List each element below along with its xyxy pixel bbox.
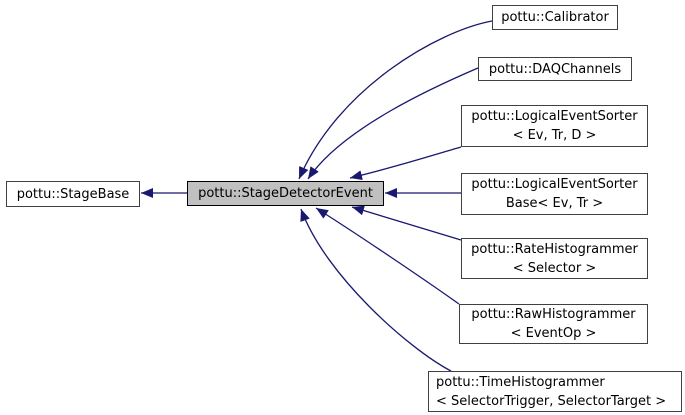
- edge-ratehistogrammer-to-stagedetectorevent: [351, 205, 462, 241]
- node-label: pottu::StageDetectorEvent: [198, 186, 373, 201]
- node-label: pottu::DAQChannels: [488, 61, 622, 77]
- edge-calibrator-to-stagedetectorevent: [298, 20, 493, 180]
- node-timehistogrammer[interactable]: pottu::TimeHistogrammer < SelectorTrigge…: [428, 371, 682, 412]
- edge-logicaleventsorter-to-stagedetectorevent: [349, 146, 462, 181]
- node-rawhistogrammer[interactable]: pottu::RawHistogrammer < EventOp >: [459, 304, 648, 344]
- node-label: pottu::LogicalEventSorter: [471, 177, 638, 192]
- node-label-line2: < Selector >: [512, 260, 597, 276]
- node-label: pottu::LogicalEventSorter: [471, 109, 638, 124]
- node-calibrator[interactable]: pottu::Calibrator: [492, 5, 618, 30]
- node-stagebase[interactable]: pottu::StageBase: [6, 181, 140, 207]
- node-logicaleventsorter[interactable]: pottu::LogicalEventSorter < Ev, Tr, D >: [461, 105, 648, 147]
- node-label: pottu::RateHistogrammer: [471, 241, 638, 257]
- node-label: pottu::Calibrator: [501, 10, 609, 25]
- node-ratehistogrammer[interactable]: pottu::RateHistogrammer < Selector >: [461, 238, 648, 279]
- edge-rawhistogrammer-to-stagedetectorevent: [315, 207, 460, 305]
- node-logicaleventsorterbase[interactable]: pottu::LogicalEventSorter Base< Ev, Tr >: [461, 173, 648, 215]
- node-label: pottu::StageBase: [16, 186, 130, 202]
- node-daqchannels[interactable]: pottu::DAQChannels: [478, 57, 632, 81]
- node-label-line2: Base< Ev, Tr >: [505, 196, 604, 211]
- node-label-line2: < Ev, Tr, D >: [512, 128, 597, 143]
- node-stagedetectorevent: pottu::StageDetectorEvent: [187, 181, 384, 206]
- node-label: pottu::TimeHistogrammer: [436, 374, 605, 390]
- node-label-line2: < EventOp >: [510, 326, 597, 341]
- edge-daqchannels-to-stagedetectorevent: [307, 67, 479, 180]
- node-label: pottu::RawHistogrammer: [471, 307, 636, 322]
- edge-timehistogrammer-to-stagedetectorevent: [300, 208, 452, 372]
- node-label-line2: < SelectorTrigger, SelectorTarget >: [436, 393, 667, 409]
